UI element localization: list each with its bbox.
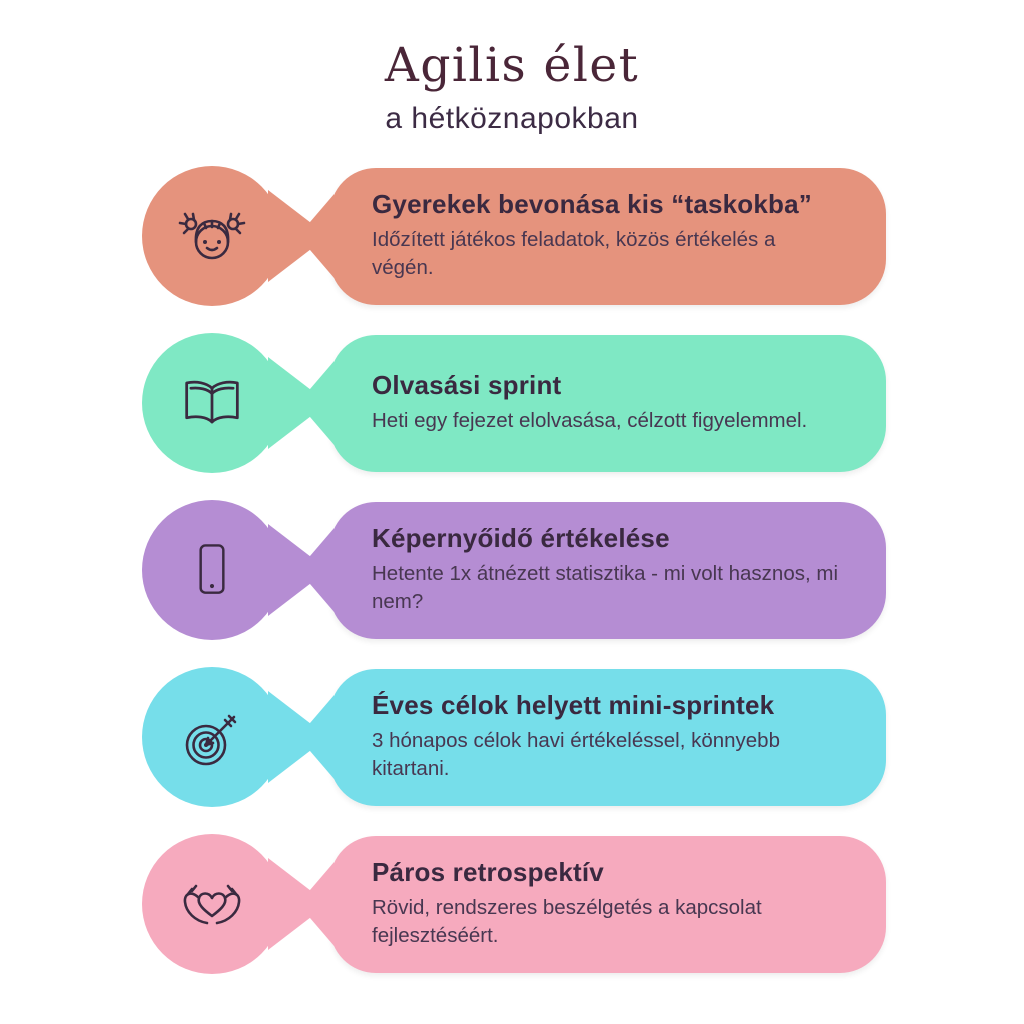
row-title: Olvasási sprint: [372, 369, 562, 400]
target-arrow-icon: [176, 701, 248, 773]
info-bubble: Képernyőidő értékelése Hetente 1x átnéze…: [330, 501, 886, 639]
icon-badge: [142, 834, 282, 975]
list-item: Gyerekek bevonása kis “taskokba” Időzíte…: [142, 166, 886, 307]
list-item: Páros retrospektív Rövid, rendszeres bes…: [142, 834, 886, 975]
row-description: 3 hónapos célok havi értékeléssel, könny…: [372, 729, 780, 780]
row-title: Éves célok helyett mini-sprintek: [372, 689, 775, 720]
info-bubble: Éves célok helyett mini-sprintek 3 hónap…: [330, 668, 886, 806]
icon-badge: [142, 166, 282, 307]
list-item: Olvasási sprint Heti egy fejezet elolvas…: [142, 333, 886, 474]
info-bubble: Páros retrospektív Rövid, rendszeres bes…: [330, 835, 886, 973]
open-book-icon: [174, 365, 250, 441]
row-title: Képernyőidő értékelése: [372, 522, 670, 553]
rows-container: Gyerekek bevonása kis “taskokba” Időzíte…: [0, 166, 1024, 975]
icon-badge: [142, 667, 282, 808]
row-title: Gyerekek bevonása kis “taskokba”: [372, 188, 812, 219]
page-title: Agilis élet: [384, 38, 640, 93]
heart-hands-icon: [176, 868, 248, 940]
smartphone-icon: [178, 536, 246, 604]
list-item: Éves célok helyett mini-sprintek 3 hónap…: [142, 667, 886, 808]
row-description: Heti egy fejezet elolvasása, célzott fig…: [372, 408, 808, 432]
info-bubble: Olvasási sprint Heti egy fejezet elolvas…: [330, 334, 886, 472]
row-description: Hetente 1x átnézett statisztika - mi vol…: [372, 562, 838, 613]
list-item: Képernyőidő értékelése Hetente 1x átnéze…: [142, 500, 886, 641]
icon-badge: [142, 500, 282, 641]
page-subtitle: a hétköznapokban: [385, 101, 639, 135]
row-title: Páros retrospektív: [372, 856, 604, 887]
info-bubble: Gyerekek bevonása kis “taskokba” Időzíte…: [330, 167, 886, 305]
header: Agilis élet a hétköznapokban: [0, 0, 1024, 136]
icon-badge: [142, 333, 282, 474]
row-description: Időzített játékos feladatok, közös érték…: [372, 228, 776, 279]
girl-face-icon: [176, 200, 248, 272]
row-description: Rövid, rendszeres beszélgetés a kapcsola…: [372, 896, 762, 947]
